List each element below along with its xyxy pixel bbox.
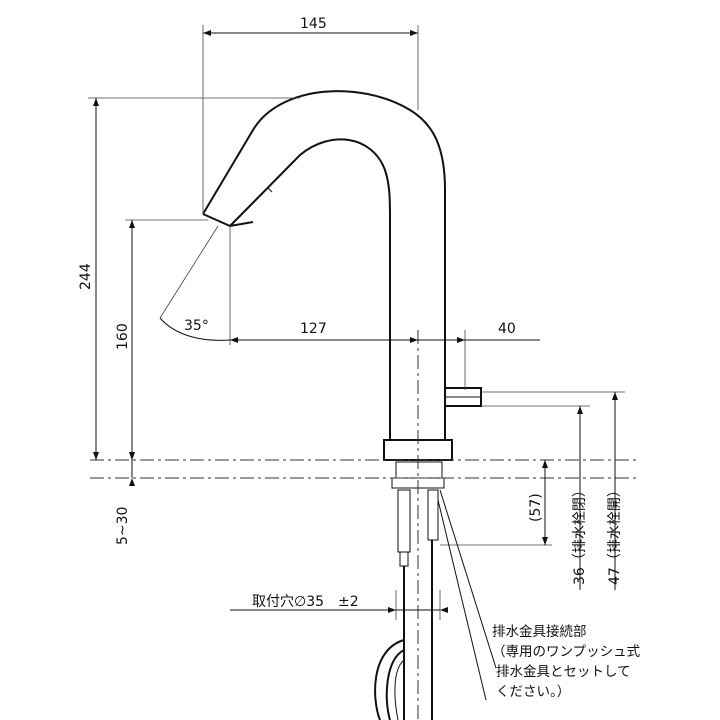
dim-36-label: 36（排水栓閉） — [572, 483, 588, 585]
drain-hose-a — [374, 639, 405, 720]
dim-spout-height: 160 — [115, 219, 208, 460]
mounting-hole-label: 取付穴∅35 ±2 — [252, 594, 359, 610]
note-leader-line-2 — [437, 499, 487, 701]
drain-hose-c — [394, 659, 405, 720]
faucet-outline — [202, 90, 482, 720]
dim-244-label: 244 — [78, 263, 94, 290]
drain-fitting-note: 排水金具接続部 （専用のワンプッシュ式 排水金具とセットして ください。） — [492, 623, 641, 700]
note-line-1: 排水金具接続部 — [492, 623, 587, 640]
dim-body-to-drain: 40 — [418, 321, 540, 390]
sensor-mark — [267, 187, 273, 193]
dim-160-label: 160 — [115, 323, 131, 350]
dim-drain-lever: 36（排水栓閉） 47（排水栓開） — [481, 391, 625, 590]
supply-fitting — [427, 489, 439, 541]
dim-total-height: 244 — [78, 97, 300, 460]
dim-127-label: 127 — [300, 321, 327, 337]
note-line-3: 排水金具とセットして — [496, 664, 631, 680]
dim-mounting-hole: 取付穴∅35 ±2 — [230, 590, 448, 620]
mount-bolt — [397, 489, 411, 553]
dim-5-30-label: 5~30 — [115, 507, 131, 545]
dim-47-label: 47（排水栓開） — [607, 483, 623, 585]
spout-tip — [202, 213, 254, 228]
bolt-end — [399, 551, 409, 567]
dim-spout-angle: 35° — [159, 225, 231, 345]
dim-57-label: (57) — [528, 493, 544, 522]
dim-spout-reach: 145 — [202, 16, 419, 214]
gooseneck-outer — [202, 90, 446, 440]
mount-nut — [395, 461, 443, 479]
gooseneck-inner — [229, 138, 391, 440]
note-leader-line — [439, 489, 497, 669]
dim-145-label: 145 — [300, 16, 327, 32]
dim-40-label: 40 — [498, 321, 516, 337]
drain-hose-b — [385, 649, 405, 720]
dim-spout-to-body: 127 — [230, 321, 418, 343]
note-line-4: ください。） — [496, 684, 570, 700]
dim-35-label: 35° — [184, 318, 209, 334]
note-line-2: （専用のワンプッシュ式 — [492, 644, 641, 660]
dim-counter-thickness: 5~30 — [115, 452, 135, 545]
dim-mount-height: (57) — [440, 460, 552, 546]
